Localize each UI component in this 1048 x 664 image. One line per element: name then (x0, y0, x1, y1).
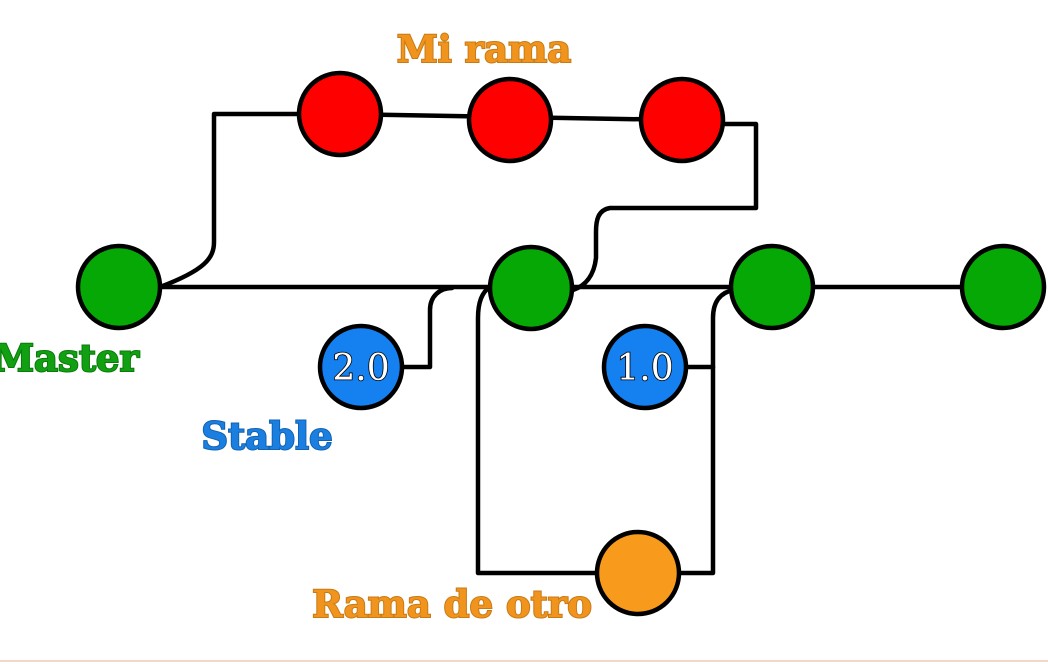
bottom-border (0, 660, 1048, 662)
rama-de-otro-label: Rama de otro (312, 582, 592, 626)
mi-rama-commit-3 (638, 76, 726, 164)
stable-commit-1-0 (601, 323, 689, 411)
mi-rama-commit-1 (296, 70, 384, 158)
rama-de-otro-branch (475, 284, 601, 576)
version-2-0-label: 2.0 (332, 348, 389, 389)
stable-branch (399, 285, 455, 370)
master-label: Master (0, 336, 139, 380)
rama-de-otro-commit (594, 529, 682, 617)
master-commit-3 (728, 243, 816, 331)
master-nodes (75, 243, 1047, 332)
edges (117, 111, 1006, 576)
rama-de-otro-merge (675, 287, 737, 576)
mi-rama-label: Mi rama (397, 27, 572, 71)
stable-label: Stable (201, 414, 332, 458)
mi-rama-merge (570, 121, 759, 293)
mi-rama-branch-out (157, 111, 303, 290)
mi-rama-nodes (296, 70, 726, 164)
mi-rama-commit-2 (466, 76, 554, 164)
master-commit-2 (487, 244, 575, 332)
version-1-0-label: 1.0 (616, 348, 673, 389)
master-commit-1 (75, 243, 163, 331)
stable-commit-2-0 (317, 323, 405, 411)
stable-nodes: 2.0 1.0 (317, 323, 689, 411)
master-commit-4 (959, 243, 1047, 331)
